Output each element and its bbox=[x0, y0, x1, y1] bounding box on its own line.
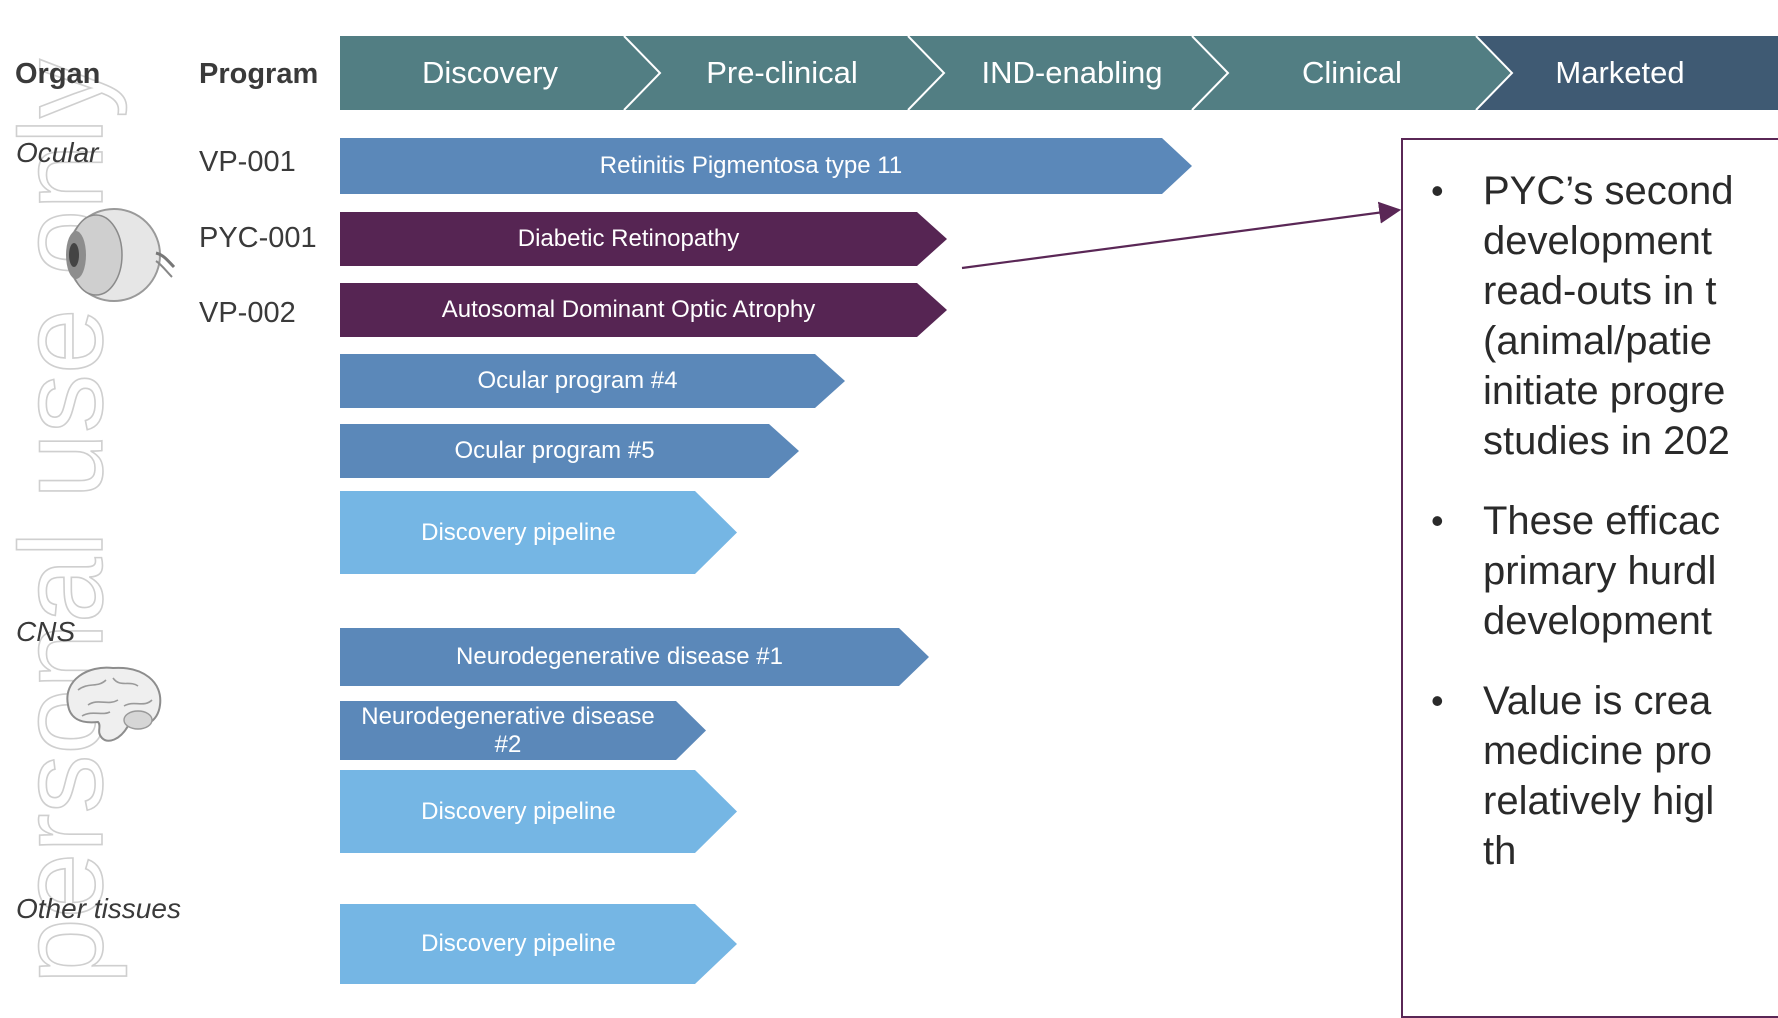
program-header: Program bbox=[199, 58, 319, 90]
watermark-text: personal use only bbox=[0, 59, 128, 984]
eye-icon bbox=[66, 208, 176, 302]
organ-other: Other tissues bbox=[16, 893, 181, 924]
program-vp-002: VP-002 bbox=[199, 297, 296, 329]
brain-icon bbox=[66, 666, 162, 742]
bullet-dot: • bbox=[1431, 500, 1444, 541]
bar-ocular-program-4: Ocular program #4 bbox=[340, 354, 845, 408]
program-pyc-001: PYC-001 bbox=[199, 222, 317, 254]
bar-retinitis-pigmentosa: Retinitis Pigmentosa type 11 bbox=[340, 138, 1192, 194]
stage-discovery: Discovery bbox=[421, 55, 559, 90]
stage-ind-enabling: IND-enabling bbox=[981, 55, 1163, 90]
stage-clinical: Clinical bbox=[1302, 55, 1402, 90]
organ-header: Organ bbox=[15, 58, 101, 90]
bullet-dot: • bbox=[1431, 680, 1444, 721]
bar-ocular-program-5: Ocular program #5 bbox=[340, 424, 799, 478]
stage-header: Discovery Pre-clinical IND-enabling Clin… bbox=[340, 36, 1778, 110]
bar-optic-atrophy: Autosomal Dominant Optic Atrophy bbox=[340, 283, 947, 337]
callout-bullet-3: • Value is crea medicine pro relatively … bbox=[1403, 676, 1778, 876]
bar-discovery-pipeline-ocular: Discovery pipeline bbox=[340, 491, 737, 574]
bar-discovery-pipeline-cns: Discovery pipeline bbox=[340, 770, 737, 853]
organ-cns: CNS bbox=[16, 616, 76, 647]
bullet-dot: • bbox=[1431, 170, 1444, 211]
callout-box: • PYC’s second development read-outs in … bbox=[1401, 138, 1778, 1018]
organ-ocular: Ocular bbox=[16, 137, 99, 168]
bar-neurodegenerative-2: Neurodegenerative disease #2 bbox=[340, 701, 706, 760]
program-vp-001: VP-001 bbox=[199, 146, 296, 178]
bar-neurodegenerative-1: Neurodegenerative disease #1 bbox=[340, 628, 929, 686]
stage-preclinical: Pre-clinical bbox=[706, 55, 858, 90]
stage-marketed: Marketed bbox=[1555, 55, 1685, 90]
bar-diabetic-retinopathy: Diabetic Retinopathy bbox=[340, 212, 947, 266]
callout-bullet-2: • These efficac primary hurdl developmen… bbox=[1403, 496, 1778, 646]
bar-discovery-pipeline-other: Discovery pipeline bbox=[340, 904, 737, 984]
stage-chevrons bbox=[340, 36, 1778, 110]
callout-bullet-1: • PYC’s second development read-outs in … bbox=[1403, 166, 1778, 466]
